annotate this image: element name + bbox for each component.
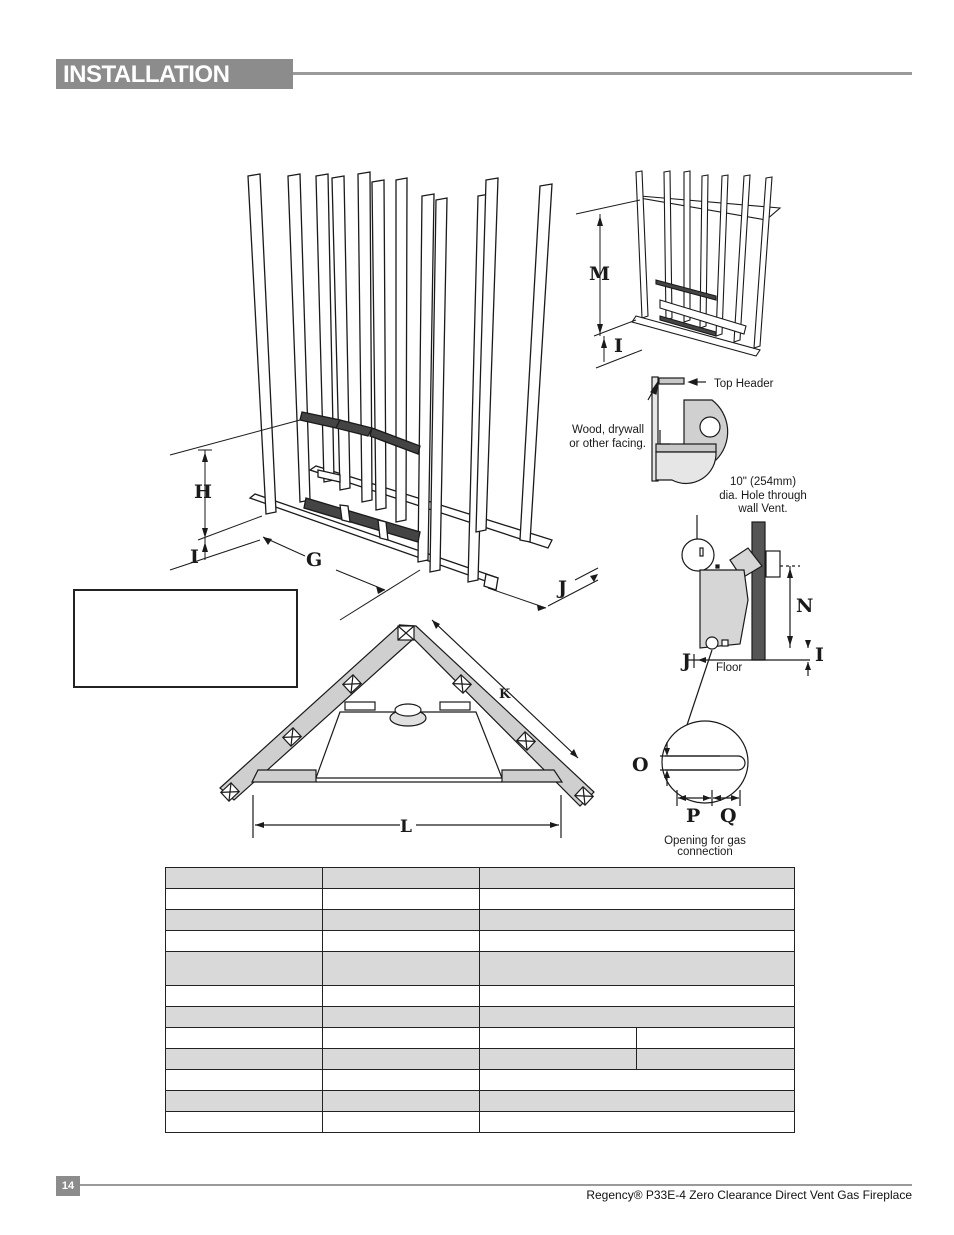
label-g: G [306,549,322,571]
label-n: N [796,595,813,617]
label-i-side: I [815,644,824,666]
label-i-top: I [614,335,623,357]
header-rule [293,72,912,75]
table-row [165,1111,795,1133]
label-i-main: I [190,546,199,568]
footer-product-name: Regency® P33E-4 Zero Clearance Direct Ve… [586,1188,912,1202]
facing-callout-line2: or other facing. [569,438,646,450]
footer-rule [80,1184,912,1186]
label-k: K [499,687,511,702]
facing-callout-line1: Wood, drywall [572,424,644,436]
gas-callout-line1: Opening for gas [664,835,746,847]
table-row [165,1027,795,1049]
note-box [73,589,298,688]
label-h: H [194,481,212,503]
page-number: 14 [56,1176,80,1196]
dimension-table [165,867,795,1133]
hole-callout-line2: dia. Hole through [719,490,807,502]
label-m: M [589,263,610,285]
label-q: Q [720,805,737,827]
table-row [165,1048,795,1070]
table-row [165,951,795,986]
label-o: O [632,754,649,776]
top-header-callout: Top Header [714,378,774,390]
table-row [165,888,795,910]
table-row [165,930,795,952]
label-j-main: J [556,577,567,599]
hole-callout-line1: 10" (254mm) [730,476,796,488]
table-row [165,909,795,931]
label-p: P [686,805,700,827]
table-row [165,867,795,889]
table-row [165,1006,795,1028]
table-row [165,1090,795,1112]
gas-callout-line2: connection [677,846,733,858]
hole-callout-line3: wall Vent. [737,503,787,515]
table-row [165,1069,795,1091]
section-title: INSTALLATION [56,59,293,89]
label-j-side: J [680,650,691,672]
floor-callout: Floor [716,662,742,674]
label-l: L [400,817,412,837]
table-row [165,985,795,1007]
